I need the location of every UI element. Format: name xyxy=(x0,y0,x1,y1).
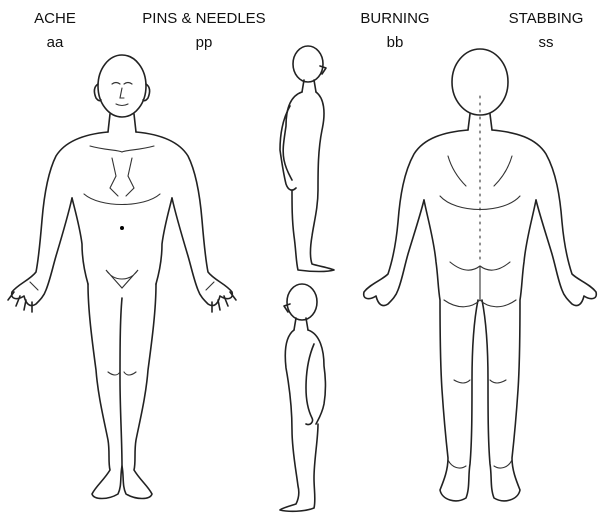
front-nose xyxy=(120,88,124,98)
front-left-leg[interactable] xyxy=(122,284,156,499)
back-buttocks-fold xyxy=(444,300,516,307)
front-torso-right-side xyxy=(72,198,88,284)
back-details xyxy=(440,96,520,468)
side-left-head[interactable] xyxy=(287,284,317,320)
front-ribcage xyxy=(84,194,160,205)
front-head[interactable] xyxy=(98,55,146,117)
front-mouth xyxy=(116,104,128,106)
side-right-arm[interactable] xyxy=(280,106,296,190)
front-left-fingers xyxy=(212,292,236,312)
front-navel xyxy=(120,226,124,230)
front-right-leg[interactable] xyxy=(88,284,122,499)
front-eyes xyxy=(112,83,132,85)
side-right-head[interactable] xyxy=(293,46,323,82)
front-neck-left xyxy=(134,114,136,132)
back-neck xyxy=(468,114,492,130)
front-left-arm-outer[interactable] xyxy=(136,132,232,306)
side-right-back xyxy=(283,92,302,180)
body-side-view-right[interactable] xyxy=(280,46,334,272)
body-front-view[interactable] xyxy=(8,55,236,499)
front-right-arm-outer[interactable] xyxy=(12,132,108,306)
back-left-leg[interactable] xyxy=(482,200,536,501)
front-details xyxy=(30,83,214,376)
front-groin xyxy=(106,270,138,288)
back-left-arm[interactable] xyxy=(492,130,596,306)
back-right-leg[interactable] xyxy=(424,200,478,501)
back-heels xyxy=(448,460,512,468)
front-right-fingers xyxy=(8,292,32,312)
side-left-back xyxy=(308,330,326,424)
front-knees xyxy=(108,372,136,375)
back-knees xyxy=(454,380,506,383)
front-neck-right xyxy=(108,114,110,132)
side-right-front xyxy=(292,92,334,272)
front-clavicles xyxy=(90,146,154,152)
back-right-arm[interactable] xyxy=(364,130,468,306)
front-sternum xyxy=(110,158,134,196)
side-left-arm[interactable] xyxy=(306,344,314,425)
body-side-view-left[interactable] xyxy=(280,284,326,511)
front-torso-left-side xyxy=(156,198,172,284)
